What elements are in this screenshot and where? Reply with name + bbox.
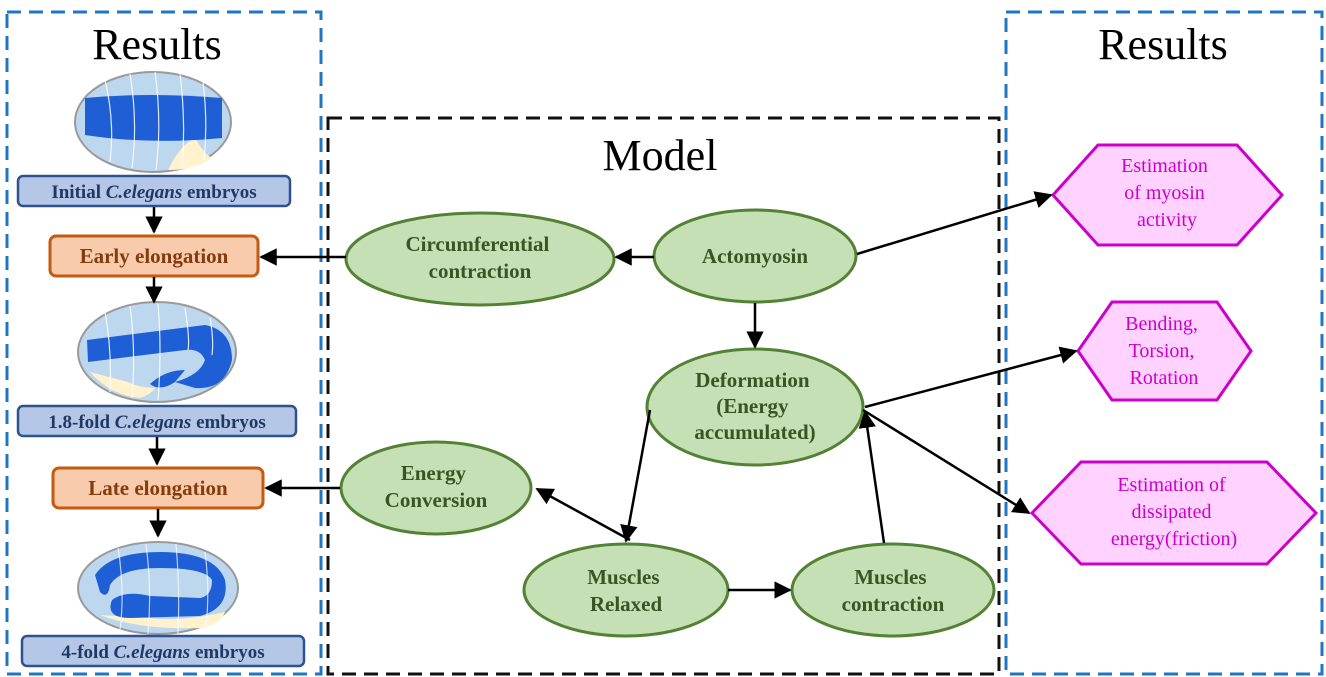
node-circumferential-contraction: Circumferential contraction xyxy=(344,211,616,307)
svg-text:Late elongation: Late elongation xyxy=(88,476,228,500)
left-flow-arrows xyxy=(145,207,167,538)
stage-box-1.8-fold: 1.8-fold C.elegans embryos xyxy=(16,404,298,438)
outcome-dissipated-energy: Estimation of dissipated energy(friction… xyxy=(1029,460,1319,566)
model-flow-arrows xyxy=(259,191,1078,599)
phase-box-early-elongation: Early elongation xyxy=(48,234,260,278)
left-results-panel xyxy=(5,10,323,676)
model-panel xyxy=(326,116,1001,676)
svg-text:Estimation of myosin: Estimation of myosin activity xyxy=(1121,155,1213,231)
embryo-4-fold-illustration xyxy=(77,541,239,635)
node-actomyosin: Actomyosin xyxy=(652,208,858,304)
svg-text:Initial C.elegans embryos: Initial C.elegans embryos xyxy=(51,182,256,203)
phase-box-late-elongation: Late elongation xyxy=(51,466,265,510)
svg-text:Muscles Relaxed: Muscles Relaxed xyxy=(587,565,665,616)
node-muscles-relaxed: Muscles Relaxed xyxy=(522,542,730,638)
right-results-panel xyxy=(1004,10,1324,676)
svg-text:Energy Conversion: Energy Conversion xyxy=(385,461,488,512)
stage-box-4-fold: 4-fold C.elegans embryos xyxy=(20,634,306,668)
model-title: Model xyxy=(603,131,718,180)
stage-box-initial: Initial C.elegans embryos xyxy=(16,174,292,208)
svg-text:Actomyosin: Actomyosin xyxy=(702,244,808,268)
embryo-initial-illustration xyxy=(74,71,232,173)
svg-text:4-fold C.elegans embryos: 4-fold C.elegans embryos xyxy=(61,642,264,663)
svg-text:1.8-fold C.elegans embryos: 1.8-fold C.elegans embryos xyxy=(48,412,265,433)
svg-text:Deformation (Energy: Deformation (Energy accumulated) xyxy=(694,368,815,444)
embryo-1.8-fold-illustration xyxy=(77,301,237,403)
svg-text:Muscles contraction: Muscles contraction xyxy=(842,565,945,616)
svg-text:Early elongation: Early elongation xyxy=(80,244,229,268)
outcome-bending-torsion-rotation: Bending, Torsion, Rotation xyxy=(1076,300,1253,402)
node-energy-conversion: Energy Conversion xyxy=(339,440,533,536)
svg-text:Bending, Torsion,: Bending, Torsion, Rotation xyxy=(1125,313,1203,389)
node-muscles-contraction: Muscles contraction xyxy=(790,542,996,638)
outcome-myosin-activity: Estimation of myosin activity xyxy=(1050,143,1285,247)
right-results-title: Results xyxy=(1098,20,1228,69)
svg-text:Circumferential contract: Circumferential contraction xyxy=(405,232,554,283)
svg-text:Estimation of dissipated: Estimation of dissipated energy(friction… xyxy=(1111,474,1237,550)
left-results-title: Results xyxy=(92,20,222,69)
node-deformation: Deformation (Energy accumulated) xyxy=(645,347,865,467)
